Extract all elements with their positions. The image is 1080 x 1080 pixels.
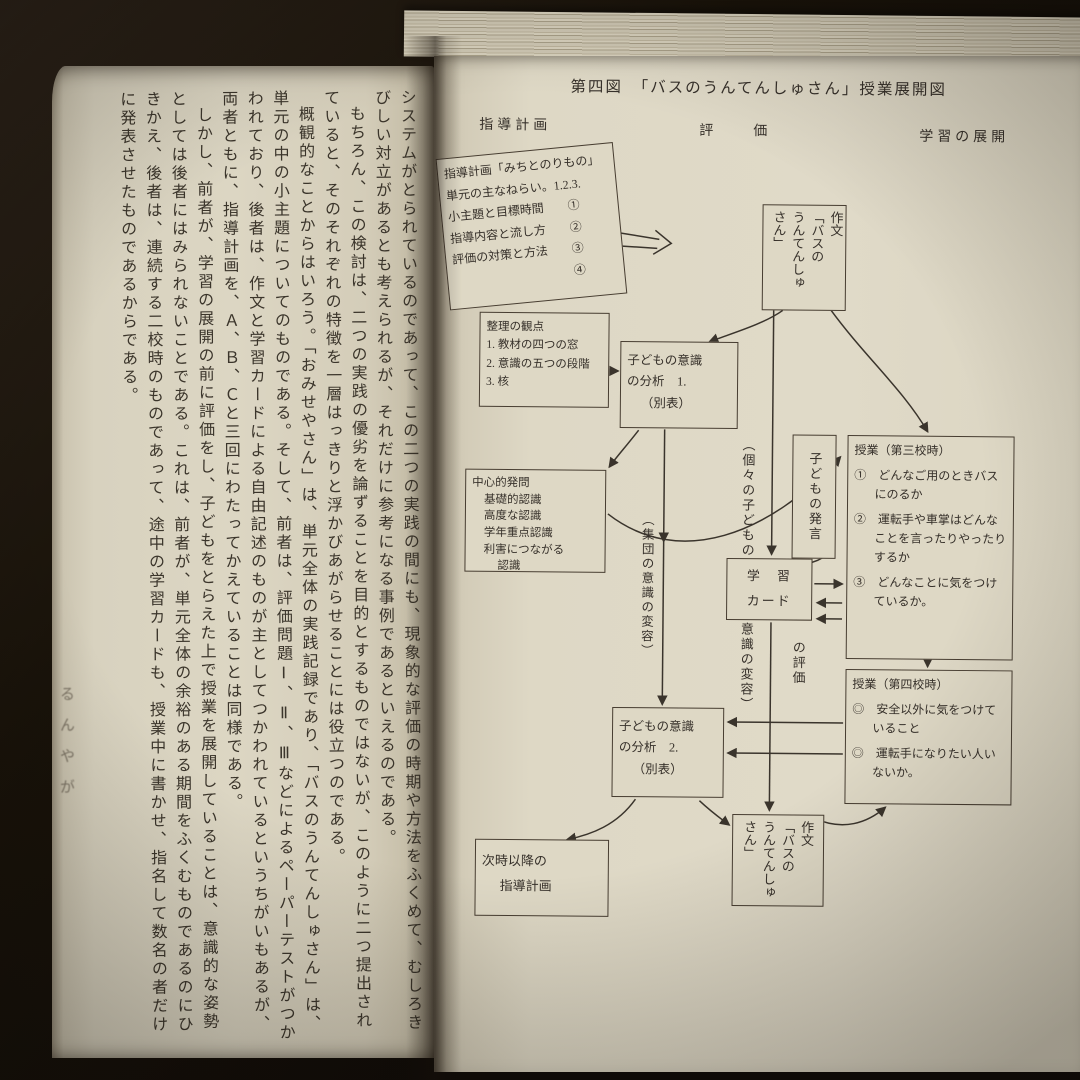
lesson4-item: ◎ 安全以外に気をつけていること bbox=[852, 702, 997, 736]
teaching-plan-box: 指導計画「みちとのりもの」 単元の主なねらい。1.2.3. 小主題と目標時間 ①… bbox=[435, 142, 628, 311]
lesson4-item: ◎ 運転手になりたい人いないか。 bbox=[851, 745, 996, 780]
label-awareness-change: 意識の変容） bbox=[738, 622, 754, 713]
label-individual-children: （個々の子どもの bbox=[739, 438, 756, 559]
question-line: 中心的発問 bbox=[472, 476, 530, 490]
sort-line: 整理の観点 bbox=[486, 320, 545, 334]
lesson-fourth-period-box: 授業（第四校時） ◎ 安全以外に気をつけていること ◎ 運転手になりたい人いない… bbox=[844, 668, 1013, 806]
essay-line: さん」 bbox=[741, 820, 758, 860]
label-group-awareness-change: （集団の意識の変容） bbox=[638, 513, 654, 659]
child-awareness-analysis2-box: 子どもの意識 の分析 2. （別表） bbox=[611, 706, 725, 798]
paragraph: しかし、前者が、学習の展開の前に評価をし、子どもをとらえた上で授業を展開している… bbox=[117, 90, 218, 1035]
paragraph: 概観的なことからはいろう。「おみせやさん」は、単元全体の実践記録であり、「バスの… bbox=[219, 89, 320, 1043]
lesson3-item: ③ どんなことに気をつけているか。 bbox=[853, 574, 998, 609]
analysis1-line: の分析 1. bbox=[627, 374, 687, 389]
left-page-body-text: システムがとられているのであって、この二つの実践の間にも、現象的な評価の時期や方… bbox=[77, 89, 426, 1045]
study-card-box: 学 習 カード bbox=[725, 557, 813, 621]
essay-line: うんてんしゅ bbox=[789, 210, 806, 289]
lesson-third-period-box: 授業（第三校時） ① どんなご用のときバスにのるか ② 運転手や車掌はどんなこと… bbox=[845, 434, 1015, 661]
paragraph: システムがとられているのであって、この二つの実践の間にも、現象的な評価の時期や方… bbox=[372, 88, 422, 1033]
diagram: 第四図 「バスのうんてんしゅさん」授業展開図 指導計画 評 価 学習の展開 bbox=[427, 53, 1080, 1075]
central-question-box: 中心的発問 基礎的認識 高度な認識 学年重点認識 利害につながる 認識 bbox=[464, 468, 607, 573]
analysis2-line: 子どもの意識 bbox=[619, 719, 695, 734]
paragraph: もちろん、この検討は、二つの実践の優劣を論ずることを目的とするものではないが、こ… bbox=[321, 89, 371, 1031]
analysis1-line: 子どもの意識 bbox=[627, 353, 703, 368]
lesson3-item: ① どんなご用のときバスにのるか bbox=[854, 468, 999, 502]
lesson3-header: 授業（第三校時） bbox=[854, 443, 951, 458]
essay-line: 作文 bbox=[828, 210, 844, 237]
right-page: 第四図 「バスのうんてんしゅさん」授業展開図 指導計画 評 価 学習の展開 bbox=[434, 56, 1080, 1072]
next-plan-line: 次時以降の bbox=[481, 852, 547, 869]
essay-line: うんてんしゅ bbox=[760, 820, 777, 899]
page-edge-text-fragment: るんやが bbox=[58, 686, 74, 810]
left-page: るんやが システムがとられているのであって、この二つの実践の間にも、現象的な評価… bbox=[52, 66, 434, 1058]
flow-arrows bbox=[565, 229, 933, 843]
child-awareness-analysis1-box: 子どもの意識 の分析 1. （別表） bbox=[619, 341, 739, 430]
sort-line: 2. 意識の五つの段階 bbox=[486, 357, 590, 371]
sort-line: 3. 核 bbox=[486, 376, 510, 389]
essay-bottom-box: 作文 「バスの うんてんしゅ さん」 bbox=[731, 814, 825, 907]
lesson4-header: 授業（第四校時） bbox=[852, 677, 949, 692]
next-plan-line: 指導計画 bbox=[499, 877, 552, 894]
essay-line: 作文 bbox=[799, 820, 815, 847]
card-line: 学 習 bbox=[746, 568, 792, 584]
question-line: 学年重点認識 bbox=[483, 526, 553, 540]
essay-top-box: 作文 「バスの うんてんしゅ さん」 bbox=[761, 204, 847, 311]
analysis2-line: （別表） bbox=[632, 761, 683, 777]
question-line: 認識 bbox=[497, 560, 521, 573]
essay-line: 「バスの bbox=[809, 210, 825, 263]
child-remarks-box: 子どもの発言 bbox=[791, 434, 837, 559]
essay-line: さん」 bbox=[771, 210, 787, 250]
analysis2-line: の分析 2. bbox=[618, 740, 679, 755]
label-evaluation: の評価 bbox=[790, 640, 806, 686]
card-line: カード bbox=[746, 592, 792, 609]
analysis1-line: （別表） bbox=[640, 395, 691, 411]
question-line: 利害につながる bbox=[483, 543, 565, 557]
essay-line: 「バスの bbox=[779, 820, 796, 873]
sorting-viewpoints-box: 整理の観点 1. 教材の四つの窓 2. 意識の五つの段階 3. 核 bbox=[478, 311, 610, 408]
sort-line: 1. 教材の四つの窓 bbox=[486, 339, 579, 353]
lesson3-item: ② 運転手や車掌はどんなことを言ったりやったりするか bbox=[853, 511, 1007, 565]
question-line: 高度な認識 bbox=[483, 510, 542, 523]
next-plan-box: 次時以降の 指導計画 bbox=[474, 838, 610, 917]
question-line: 基礎的認識 bbox=[483, 493, 542, 507]
